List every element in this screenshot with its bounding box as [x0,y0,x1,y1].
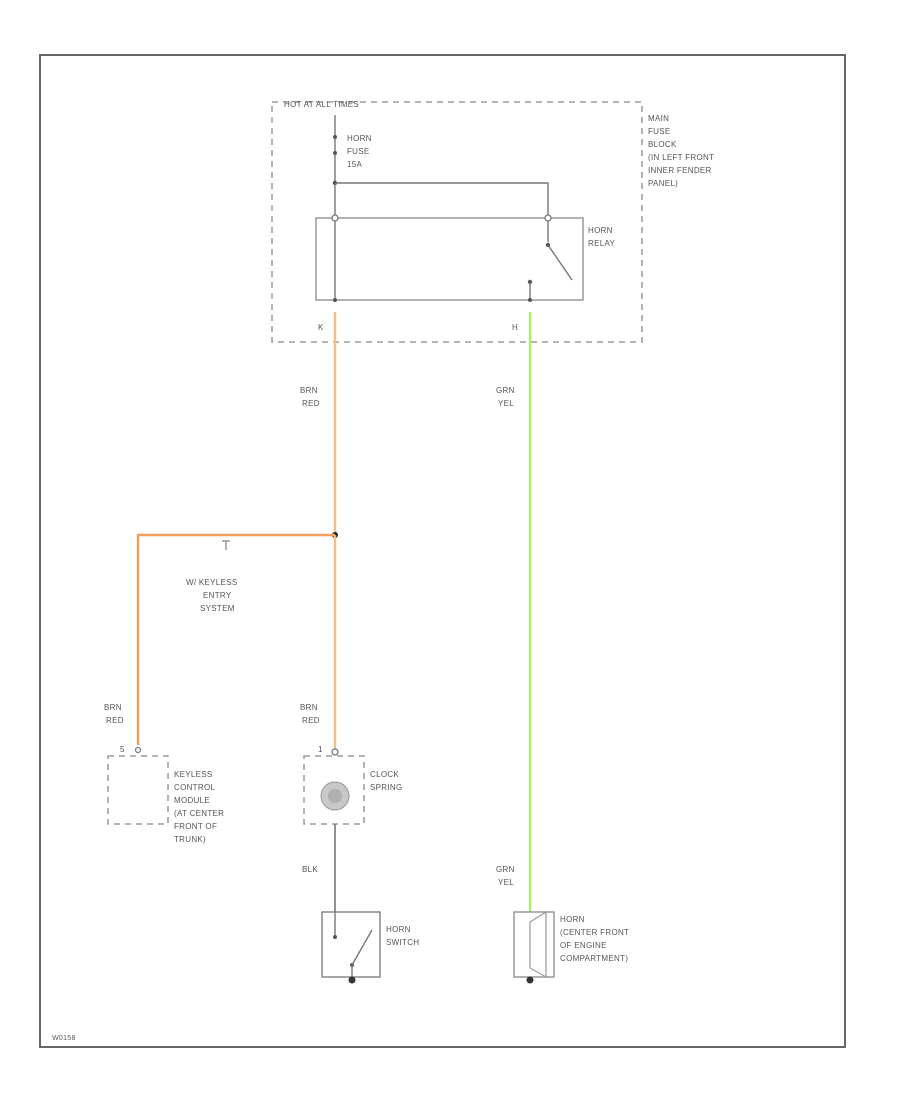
horn: HORN (CENTER FRONT OF ENGINE COMPARTMENT… [513,910,629,984]
svg-text:CLOCK: CLOCK [370,770,399,779]
branch-marker [222,540,230,550]
svg-text:HORN: HORN [560,915,585,924]
svg-text:YEL: YEL [498,399,514,408]
keyless-branch-note: W/ KEYLESS ENTRY SYSTEM [186,578,237,613]
svg-text:RELAY: RELAY [588,239,616,248]
diagram-frame [39,54,846,1048]
terminal-h: H [512,323,518,332]
svg-text:FUSE: FUSE [347,147,370,156]
blk-label: BLK [302,865,318,874]
brn-red-top-label: BRN RED [300,386,320,408]
svg-text:BLOCK: BLOCK [648,140,677,149]
svg-text:RED: RED [302,716,320,725]
svg-text:INNER FENDER: INNER FENDER [648,166,712,175]
brn-red-mid-label: BRN RED [300,703,320,725]
grn-yel-top-label: GRN YEL [496,386,515,408]
svg-text:(IN LEFT FRONT: (IN LEFT FRONT [648,153,714,162]
svg-text:GRN: GRN [496,386,515,395]
keyless-control-module: 5 KEYLESS CONTROL MODULE (AT CENTER FRON… [107,745,224,844]
diagram-code: W0158 [52,1035,76,1042]
svg-text:(AT CENTER: (AT CENTER [174,809,224,818]
horn-fuse: HORN FUSE 15A [332,115,372,186]
svg-text:HORN: HORN [588,226,613,235]
fuse-block-title: HOT AT ALL TIMES [284,100,359,109]
svg-text:SPRING: SPRING [370,783,402,792]
svg-text:YEL: YEL [498,878,514,887]
svg-text:BRN: BRN [300,386,318,395]
clock-spring: 1 CLOCK SPRING [303,745,402,825]
svg-text:MODULE: MODULE [174,796,210,805]
svg-text:MAIN: MAIN [648,114,669,123]
svg-text:SWITCH: SWITCH [386,938,419,947]
svg-text:BRN: BRN [104,703,122,712]
svg-text:CONTROL: CONTROL [174,783,215,792]
svg-text:FRONT OF: FRONT OF [174,822,217,831]
fuse-block-outline [271,101,643,343]
svg-text:KEYLESS: KEYLESS [174,770,213,779]
horn-relay: HORN RELAY [315,183,616,302]
svg-text:HORN: HORN [386,925,411,934]
svg-text:PANEL): PANEL) [648,179,678,188]
svg-text:TRUNK): TRUNK) [174,835,206,844]
svg-text:15A: 15A [347,160,362,169]
svg-text:OF ENGINE: OF ENGINE [560,941,607,950]
svg-text:1: 1 [318,745,323,754]
brn-red-branch-wire [136,533,335,745]
horn-switch: HORN SWITCH [321,911,419,984]
terminal-k: K [318,323,324,332]
svg-text:(CENTER FRONT: (CENTER FRONT [560,928,629,937]
grn-yel-bottom-label: GRN YEL [496,865,515,887]
svg-text:RED: RED [106,716,124,725]
svg-text:COMPARTMENT): COMPARTMENT) [560,954,628,963]
svg-text:RED: RED [302,399,320,408]
svg-text:W/ KEYLESS: W/ KEYLESS [186,578,237,587]
svg-text:SYSTEM: SYSTEM [200,604,235,613]
svg-text:5: 5 [120,745,125,754]
brn-red-left-label: BRN RED [104,703,124,725]
svg-text:ENTRY: ENTRY [203,591,232,600]
fuse-block-label: MAIN FUSE BLOCK (IN LEFT FRONT INNER FEN… [648,114,714,188]
svg-text:GRN: GRN [496,865,515,874]
svg-text:FUSE: FUSE [648,127,671,136]
svg-text:HORN: HORN [347,134,372,143]
svg-text:BRN: BRN [300,703,318,712]
relay-feed-wire [335,182,549,218]
